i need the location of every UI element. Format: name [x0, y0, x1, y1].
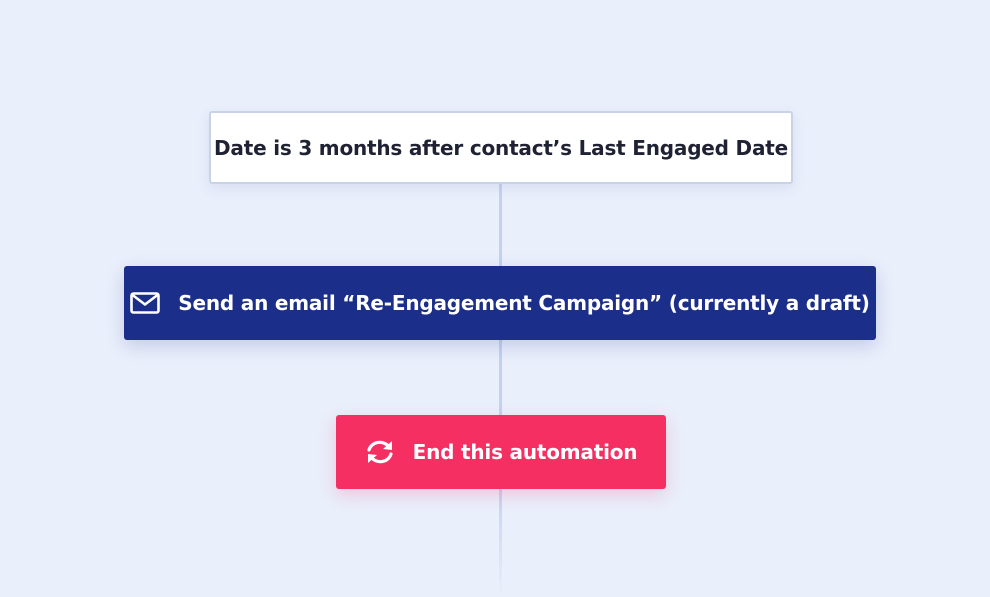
end-automation-label: End this automation: [412, 440, 638, 464]
send-email-node[interactable]: Send an email “Re-Engagement Campaign” (…: [124, 266, 876, 340]
send-email-label: Send an email “Re-Engagement Campaign” (…: [178, 291, 870, 315]
end-automation-node[interactable]: End this automation: [336, 415, 666, 489]
envelope-icon: [130, 292, 161, 314]
connector-line: [499, 183, 502, 267]
connector-line: [499, 340, 502, 416]
trigger-label: Date is 3 months after contact’s Last En…: [214, 135, 788, 160]
trigger-node[interactable]: Date is 3 months after contact’s Last En…: [209, 111, 793, 184]
refresh-icon: [365, 439, 395, 465]
connector-line: [499, 489, 502, 597]
